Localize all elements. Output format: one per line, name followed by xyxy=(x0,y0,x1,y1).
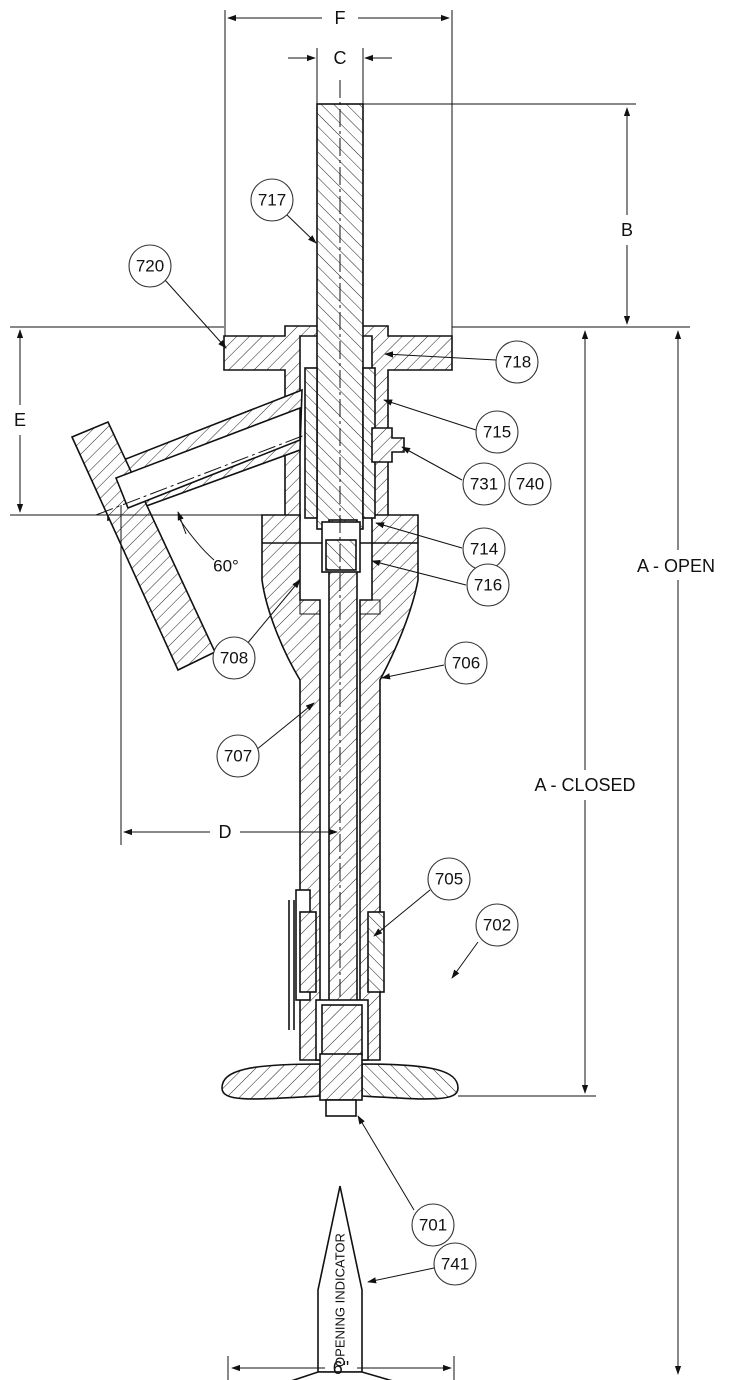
balloon-705: 705 xyxy=(427,857,471,901)
svg-text:708: 708 xyxy=(220,649,248,668)
dimensions: F C B E D 60° A - CLOSED xyxy=(10,8,715,1380)
balloon-741: 741 xyxy=(433,1242,477,1286)
opening-indicator-text: OPENING INDICATOR xyxy=(333,1233,348,1367)
dim-b-label: B xyxy=(621,220,633,240)
balloon-706: 706 xyxy=(444,641,488,685)
svg-text:741: 741 xyxy=(441,1255,469,1274)
svg-text:706: 706 xyxy=(452,654,480,673)
svg-text:717: 717 xyxy=(258,191,286,210)
yoke-lower xyxy=(288,889,385,1061)
svg-text:707: 707 xyxy=(224,747,252,766)
balloon-731: 731 xyxy=(462,462,506,506)
dim-c-label: C xyxy=(334,48,347,68)
balloon-740: 740 xyxy=(508,462,552,506)
balloon-718: 718 xyxy=(495,340,539,384)
dim-a-closed-label: A - CLOSED xyxy=(534,775,635,795)
balloon-717: 717 xyxy=(250,178,294,222)
balloon-702: 702 xyxy=(475,903,519,947)
svg-text:716: 716 xyxy=(474,576,502,595)
balloon-707: 707 xyxy=(216,734,260,778)
balloon-708: 708 xyxy=(212,636,256,680)
balloon-701: 701 xyxy=(411,1203,455,1247)
balloon-720: 720 xyxy=(128,244,172,288)
angle-label: 60° xyxy=(213,557,239,576)
svg-text:705: 705 xyxy=(435,870,463,889)
stem xyxy=(299,80,405,1080)
balloon-714: 714 xyxy=(462,527,506,571)
valve-body xyxy=(70,325,453,1061)
svg-text:718: 718 xyxy=(503,353,531,372)
svg-text:714: 714 xyxy=(470,540,498,559)
dim-f-label: F xyxy=(335,8,346,28)
dim-e-label: E xyxy=(14,410,26,430)
svg-text:720: 720 xyxy=(136,257,164,276)
dim-handwheel-label: 6" xyxy=(333,1358,349,1378)
part-balloons: 717 720 718 715 731 740 714 716 xyxy=(128,178,552,1286)
dim-d-label: D xyxy=(219,822,232,842)
svg-text:702: 702 xyxy=(483,916,511,935)
dim-a-open-label: A - OPEN xyxy=(637,556,715,576)
balloon-715: 715 xyxy=(475,410,519,454)
svg-text:701: 701 xyxy=(419,1216,447,1235)
opening-indicator-assembly: OPENING INDICATOR xyxy=(291,1185,393,1380)
leader-lines xyxy=(164,212,497,1284)
svg-text:715: 715 xyxy=(483,423,511,442)
svg-text:731: 731 xyxy=(470,475,498,494)
svg-text:740: 740 xyxy=(516,475,544,494)
handwheel-closed xyxy=(221,1053,459,1117)
balloon-716: 716 xyxy=(466,563,510,607)
